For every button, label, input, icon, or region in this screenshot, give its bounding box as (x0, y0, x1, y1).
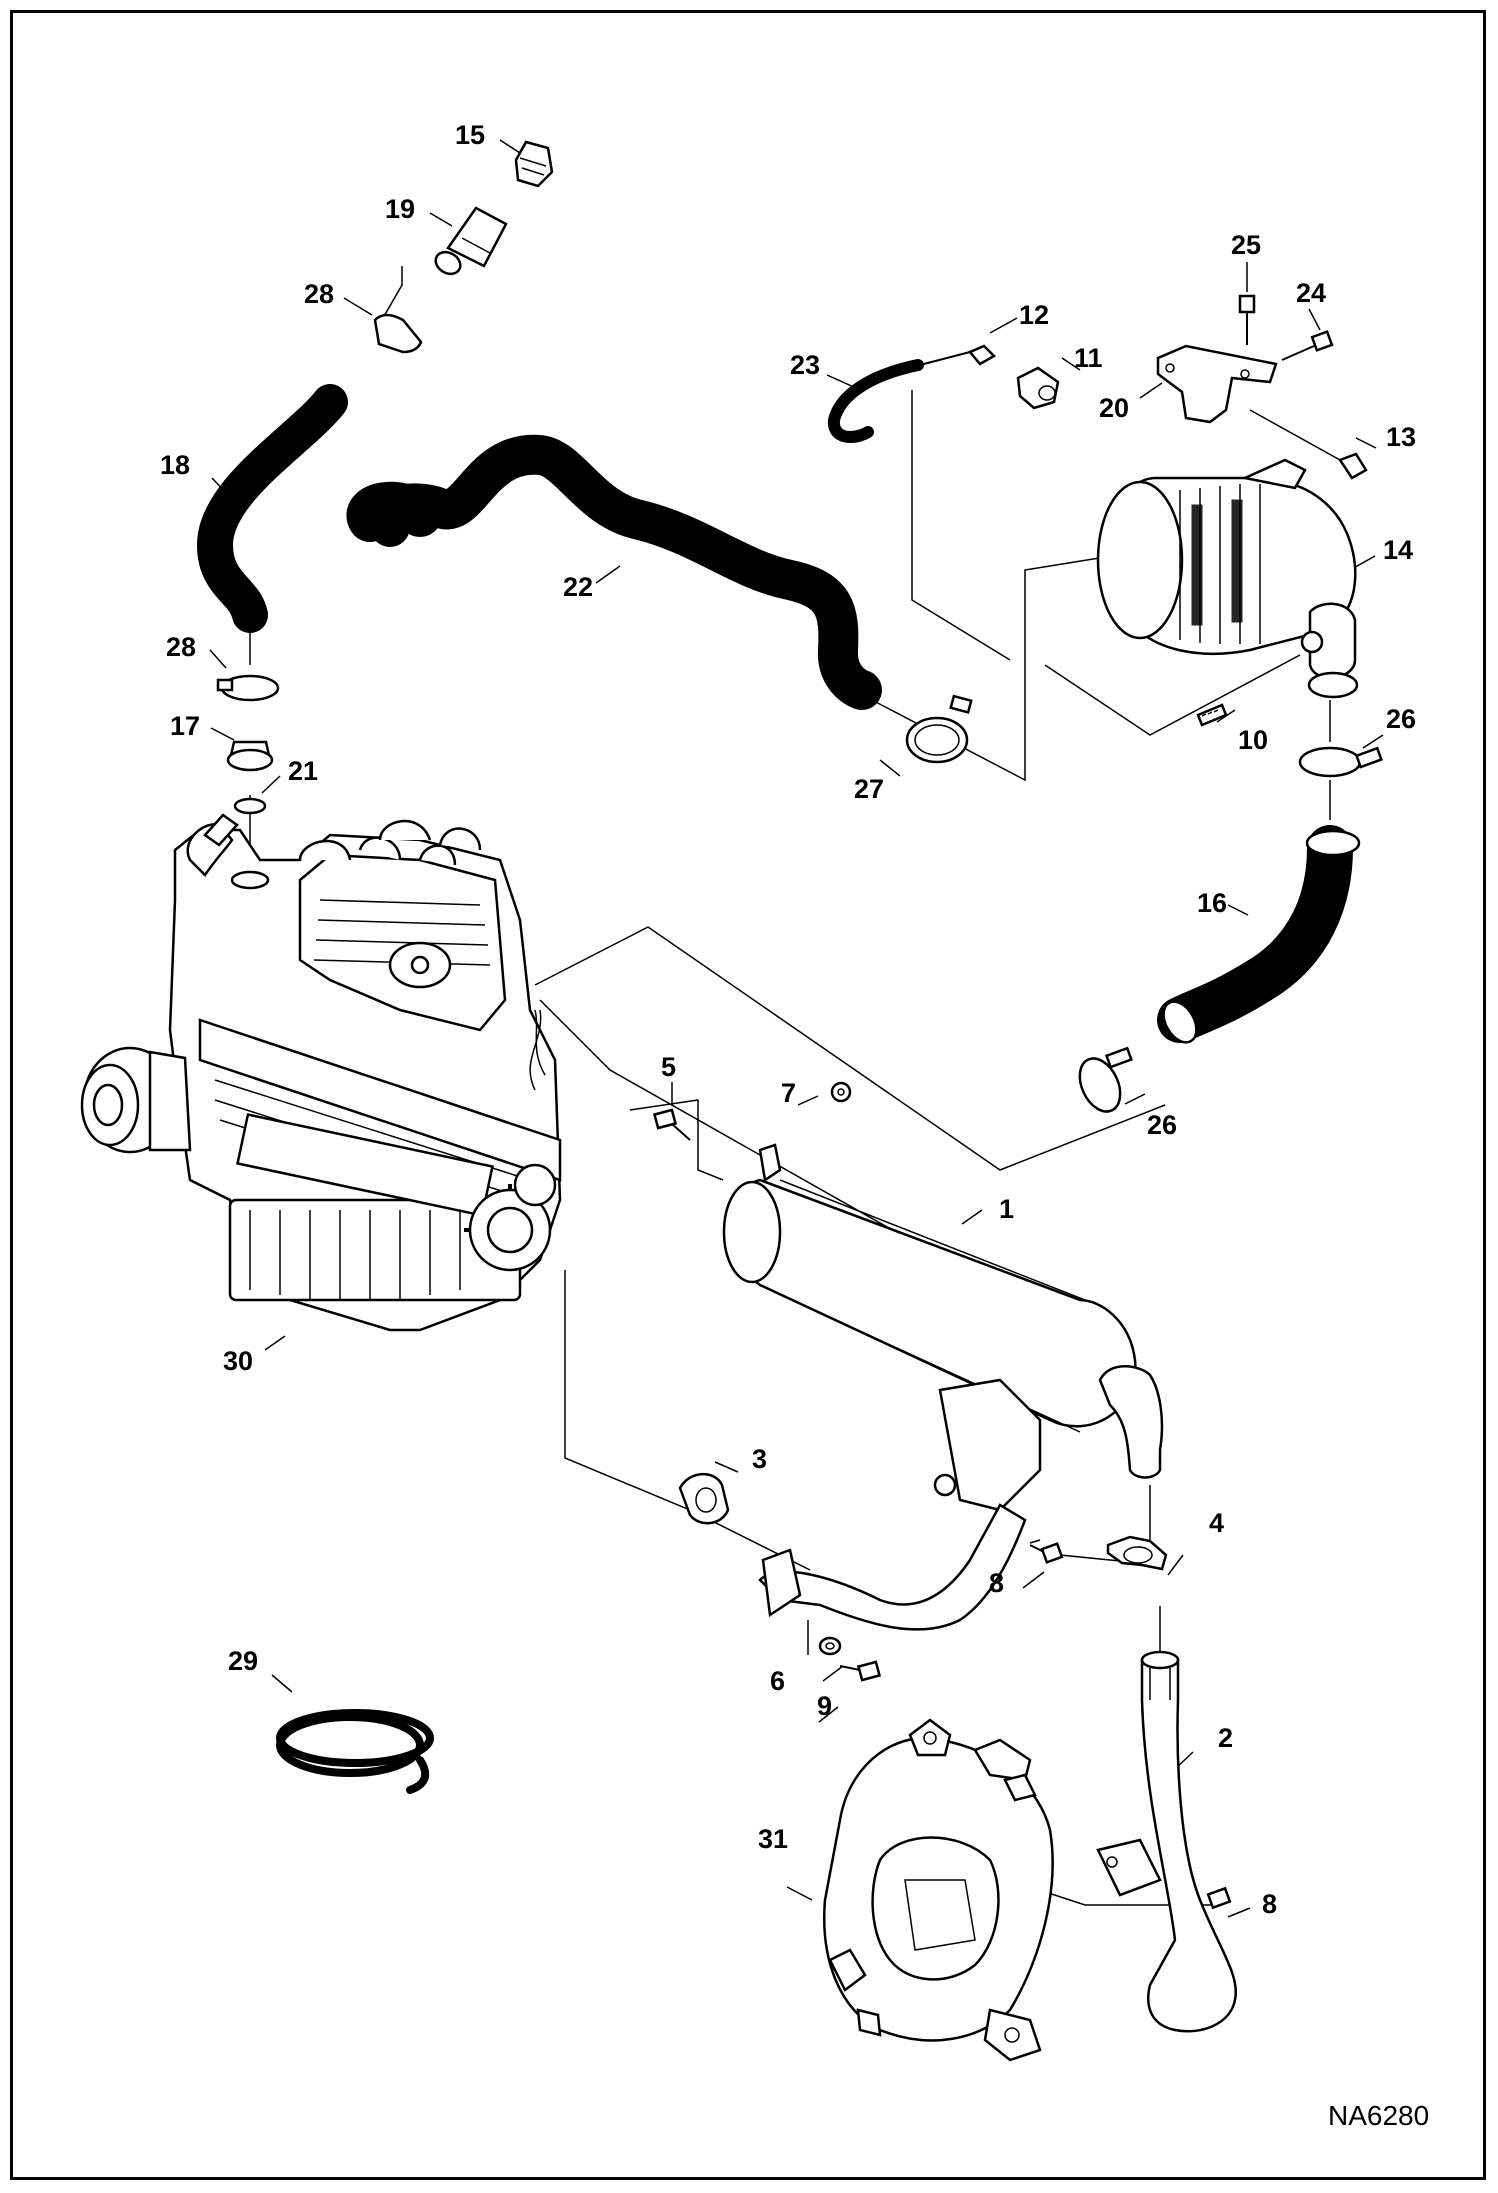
part-7-nut (830, 1081, 852, 1103)
callout-29: 29 (228, 1646, 259, 1676)
part-28-clamp-lower (216, 674, 280, 702)
part-18-hose (197, 384, 348, 633)
part-28-clamp-top (373, 313, 423, 354)
callout-10: 10 (1238, 725, 1269, 755)
callout-15: 15 (455, 120, 486, 150)
part-5-bolt (652, 1108, 691, 1141)
part-22-large-hose (347, 434, 882, 710)
leader-lines (209, 139, 1384, 1918)
part-25-bolt (1238, 294, 1256, 345)
part-30-engine (80, 813, 562, 1332)
callout-30: 30 (223, 1346, 254, 1376)
part-23-small-hose (828, 359, 924, 443)
part-27-clamp (905, 694, 973, 764)
callout-1: 1 (999, 1194, 1015, 1224)
part-11-plug (1016, 366, 1060, 410)
part-8-bolt-lower (1206, 1886, 1232, 1910)
callout-21: 21 (288, 756, 319, 786)
callout-4: 4 (1209, 1508, 1225, 1538)
callout-13: 13 (1386, 422, 1417, 452)
callout-16: 16 (1197, 888, 1228, 918)
part-13-nut (1249, 409, 1368, 480)
part-1-muffler (722, 1143, 1164, 1631)
part-12-fitting (919, 344, 997, 366)
part-2-tail-pipe (1096, 1650, 1238, 2033)
muffler-outlet-pipe (758, 1378, 1042, 1631)
callout-20: 20 (1099, 393, 1130, 423)
callout-11: 11 (1074, 343, 1103, 373)
callout-22: 22 (563, 572, 594, 602)
callout-23: 23 (790, 350, 821, 380)
part-20-bracket (1156, 344, 1278, 424)
part-14-air-cleaner (1096, 458, 1359, 699)
part-26-clamp-upper (1298, 746, 1383, 778)
callout-28: 28 (166, 632, 197, 662)
part-24-bolt (1281, 330, 1334, 361)
part-17-adapter (226, 740, 274, 772)
callout-5: 5 (661, 1052, 677, 1082)
callout-27: 27 (854, 774, 885, 804)
callout-19: 19 (385, 194, 416, 224)
part-29-coiled-hose (276, 1709, 434, 1794)
callout-26: 26 (1386, 704, 1417, 734)
part-6-washer (818, 1636, 842, 1656)
callout-6: 6 (770, 1666, 786, 1696)
callout-9: 9 (817, 1691, 833, 1721)
callout-8: 8 (989, 1568, 1005, 1598)
part-31-housing (823, 1718, 1054, 2062)
callout-17: 17 (170, 711, 201, 741)
callout-18: 18 (160, 450, 191, 480)
part-19-breather-tube (434, 206, 508, 276)
callout-8: 8 (1262, 1889, 1278, 1919)
part-4-clamp (1106, 1535, 1168, 1571)
part-8-bolt-upper (1029, 1542, 1064, 1564)
callout-31: 31 (758, 1824, 789, 1854)
callout-7: 7 (781, 1078, 797, 1108)
callout-12: 12 (1019, 300, 1050, 330)
callout-14: 14 (1383, 535, 1414, 565)
part-9-bolt (839, 1660, 882, 1682)
part-26-clamp-lower (1078, 1046, 1133, 1113)
callout-26: 26 (1147, 1110, 1178, 1140)
callout-2: 2 (1218, 1723, 1234, 1753)
timing-gear (464, 1163, 557, 1272)
callout-28: 28 (304, 279, 335, 309)
callout-3: 3 (752, 1444, 768, 1474)
callout-24: 24 (1296, 278, 1327, 308)
drawing-number: NA6280 (1328, 2100, 1430, 2131)
oil-filter (80, 1046, 192, 1154)
part-16-hose (1157, 825, 1361, 1044)
part-3-gasket (678, 1472, 730, 1525)
callout-25: 25 (1231, 230, 1262, 260)
part-15-cap (514, 140, 554, 188)
part-10-valve (1196, 703, 1228, 727)
part-21-o-ring (233, 797, 267, 815)
thermostat-outlet (186, 813, 270, 890)
